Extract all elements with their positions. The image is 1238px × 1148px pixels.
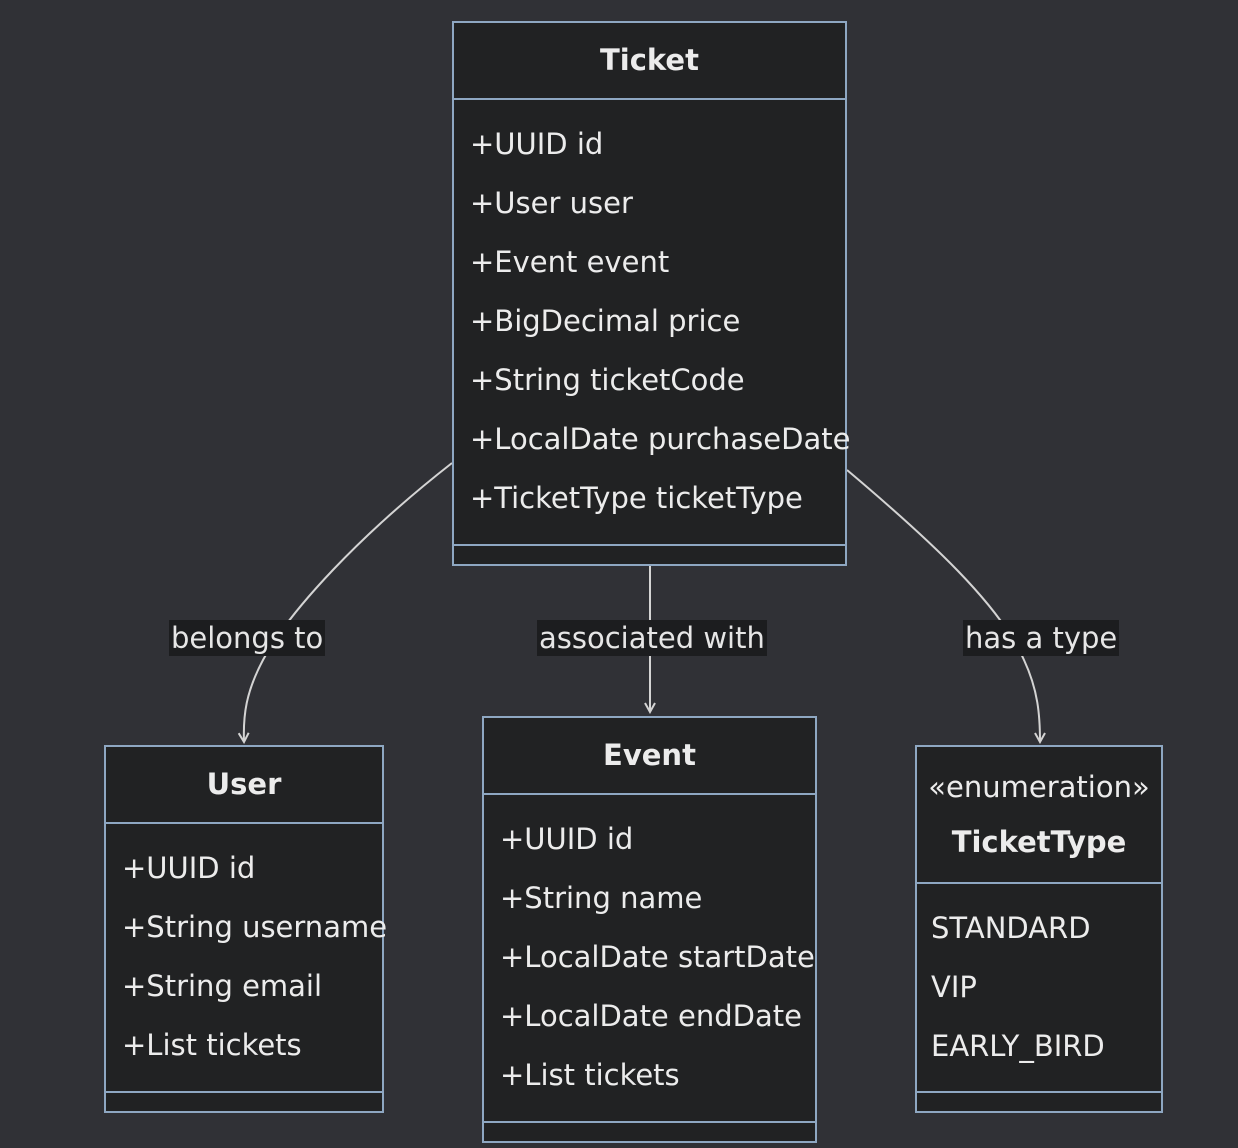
- class-ticket-name: Ticket: [600, 43, 699, 77]
- attribute: +String username: [122, 910, 388, 944]
- attribute: +BigDecimal price: [470, 304, 741, 338]
- edge-label-associated-with: associated with: [537, 620, 767, 656]
- attribute: +String name: [500, 881, 703, 915]
- attribute: +TicketType ticketType: [470, 481, 803, 515]
- class-tickettype[interactable]: «enumeration» TicketType STANDARD VIP EA…: [915, 745, 1163, 1113]
- class-tickettype-name: TicketType: [951, 824, 1127, 859]
- attribute: +String ticketCode: [470, 363, 745, 397]
- attribute: +LocalDate purchaseDate: [470, 422, 851, 456]
- class-tickettype-header: «enumeration» TicketType: [917, 747, 1161, 884]
- class-user[interactable]: User +UUID id +String username +String e…: [104, 745, 388, 1113]
- class-event-header: Event: [484, 718, 815, 795]
- class-ticket[interactable]: Ticket +UUID id +User user +Event event …: [452, 21, 851, 566]
- attribute: +List tickets: [500, 1058, 680, 1092]
- edge-ticket-tickettype: [846, 469, 1040, 742]
- edge-label-belongs-to: belongs to: [169, 620, 326, 656]
- class-user-name: User: [206, 767, 282, 801]
- edge-label-has-a-type: has a type: [963, 620, 1120, 656]
- stereotype-label: «enumeration»: [928, 769, 1150, 804]
- class-ticket-attributes: +UUID id +User user +Event event +BigDec…: [454, 100, 851, 546]
- class-tickettype-values: STANDARD VIP EARLY_BIRD: [917, 884, 1161, 1093]
- class-event-attributes: +UUID id +String name +LocalDate startDa…: [484, 795, 815, 1123]
- edge-ticket-user: [244, 462, 453, 742]
- class-ticket-header: Ticket: [454, 23, 845, 100]
- enum-value: EARLY_BIRD: [931, 1029, 1105, 1063]
- attribute: +User user: [470, 186, 633, 220]
- class-event-name: Event: [603, 738, 696, 772]
- class-event[interactable]: Event +UUID id +String name +LocalDate s…: [482, 716, 817, 1143]
- attribute: +String email: [122, 969, 323, 1003]
- attribute: +List tickets: [122, 1028, 302, 1062]
- attribute: +Event event: [470, 245, 670, 279]
- enum-value: STANDARD: [931, 911, 1091, 945]
- attribute: +UUID id: [122, 851, 256, 885]
- attribute: +LocalDate endDate: [500, 999, 802, 1033]
- attribute: +UUID id: [500, 822, 634, 856]
- attribute: +UUID id: [470, 127, 604, 161]
- class-user-attributes: +UUID id +String username +String email …: [106, 824, 388, 1093]
- class-user-header: User: [106, 747, 382, 824]
- enum-value: VIP: [931, 970, 977, 1004]
- attribute: +LocalDate startDate: [500, 940, 815, 974]
